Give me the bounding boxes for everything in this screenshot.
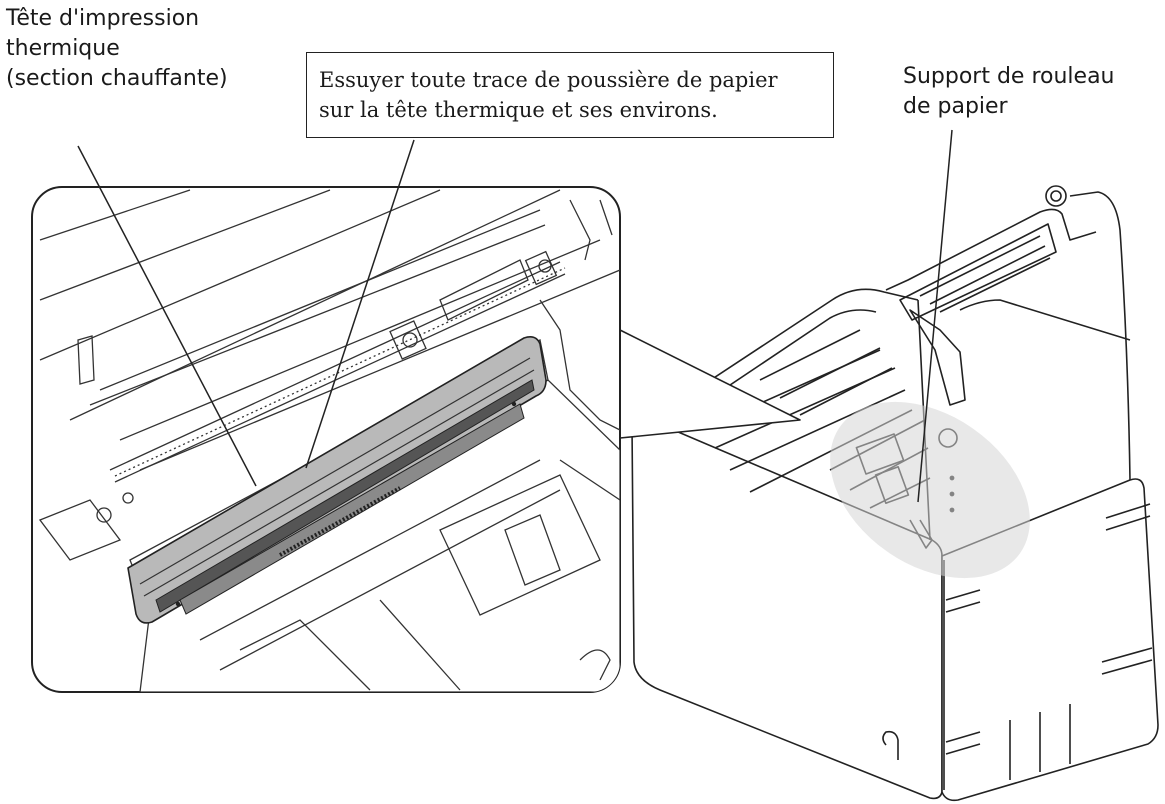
instruction-line-2: sur la tête thermique et ses environs. (319, 98, 718, 122)
detail-magnified-view (31, 186, 621, 693)
thermal-head-label-line-2: thermique (6, 36, 120, 61)
thermal-head-label: Tête d'impression thermique (section cha… (6, 4, 228, 94)
roll-holder-label-line-1: Support de rouleau (903, 64, 1115, 89)
thermal-head-leader (77, 145, 257, 487)
thermal-head (127, 336, 547, 624)
roll-holder-label: Support de rouleau de papier (903, 62, 1115, 122)
roll-holder-label-line-2: de papier (903, 94, 1008, 119)
instruction-leader (305, 139, 415, 469)
detail-pointer (619, 329, 801, 439)
roll-holder-highlight (830, 401, 1030, 579)
thermal-head-label-line-1: Tête d'impression (6, 6, 200, 31)
instruction-line-1: Essuyer toute trace de poussière de papi… (319, 68, 778, 92)
leader-lines (77, 129, 953, 503)
roll-holder-leader (917, 129, 953, 503)
thermal-head-label-line-3: (section chauffante) (6, 66, 228, 91)
instruction-callout: Essuyer toute trace de poussière de papi… (306, 52, 834, 138)
